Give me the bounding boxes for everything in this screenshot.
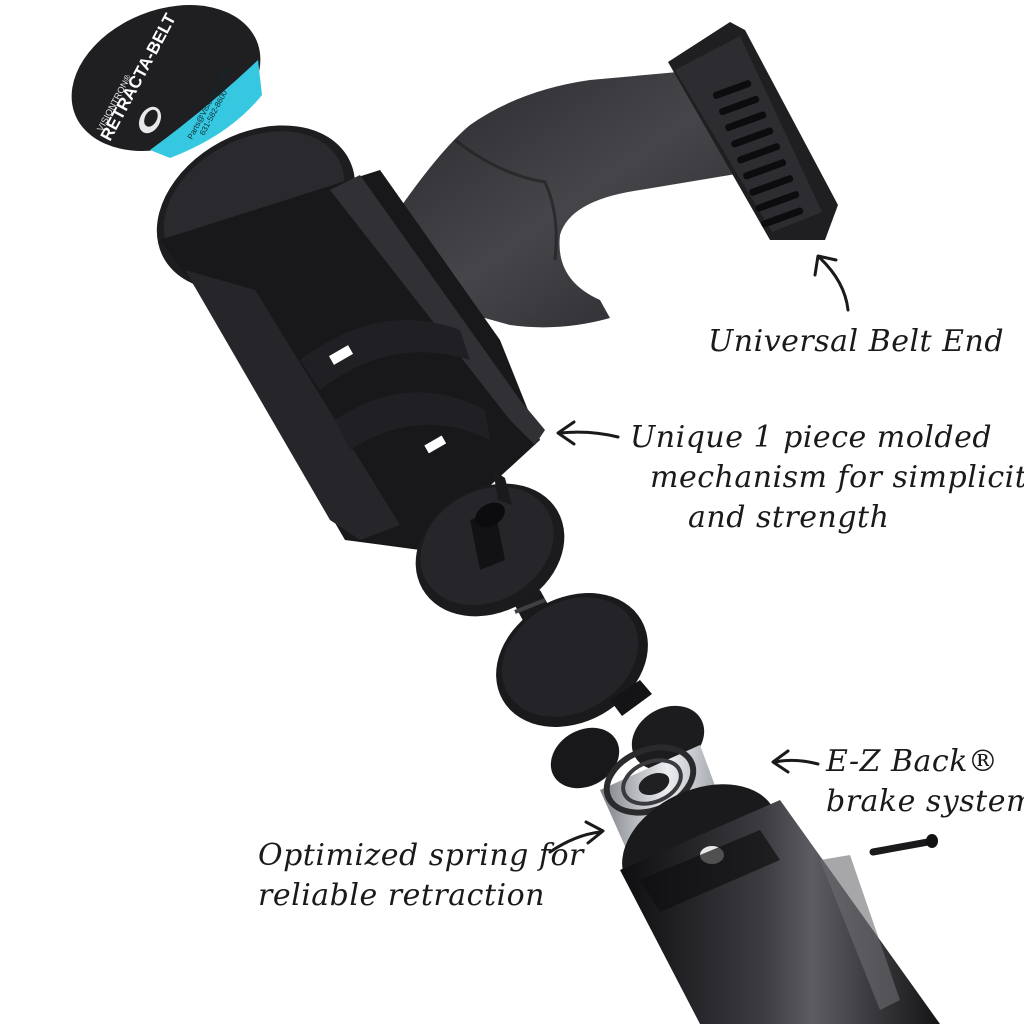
universal-belt-end — [668, 22, 838, 240]
callout-mechanism-line-3: and strength — [688, 500, 890, 535]
cap-label-cyan-band — [150, 60, 262, 158]
post-housing — [620, 784, 940, 1024]
arrow-icon-belt-end — [813, 254, 850, 312]
callout-brake-line-1: E-Z Back® — [826, 744, 999, 779]
callout-brake: E-Z Back® brake system — [826, 742, 1024, 822]
upper-disc — [415, 470, 565, 617]
callout-spring-line-2: reliable retraction — [258, 878, 545, 913]
callout-mechanism-line-1: Unique 1 piece molded — [630, 420, 993, 455]
belt-webbing — [395, 70, 760, 328]
callout-belt-end: Universal Belt End — [708, 322, 1004, 362]
arrow-icon-brake — [771, 749, 820, 774]
callout-mechanism: Unique 1 piece molded mechanism for simp… — [630, 418, 1024, 538]
arrow-icon-mechanism — [556, 420, 620, 446]
penguin-logo-icon — [138, 106, 162, 134]
brake-pin — [869, 834, 938, 856]
molded-mechanism — [156, 125, 545, 550]
cap-label-disc: VISIONTRON® RETRACTA-BELT Parts@Visiontr… — [71, 5, 262, 158]
callout-belt-end-text: Universal Belt End — [708, 324, 1005, 359]
callout-spring: Optimized spring for reliable retraction — [258, 836, 584, 916]
callout-mechanism-line-2: mechanism for simplicity — [650, 460, 1024, 495]
arrows — [548, 254, 850, 854]
lower-disc — [496, 593, 652, 727]
callout-brake-line-2: brake system — [826, 784, 1024, 819]
callout-spring-line-1: Optimized spring for — [258, 838, 584, 873]
arrow-icon-spring — [548, 820, 605, 854]
